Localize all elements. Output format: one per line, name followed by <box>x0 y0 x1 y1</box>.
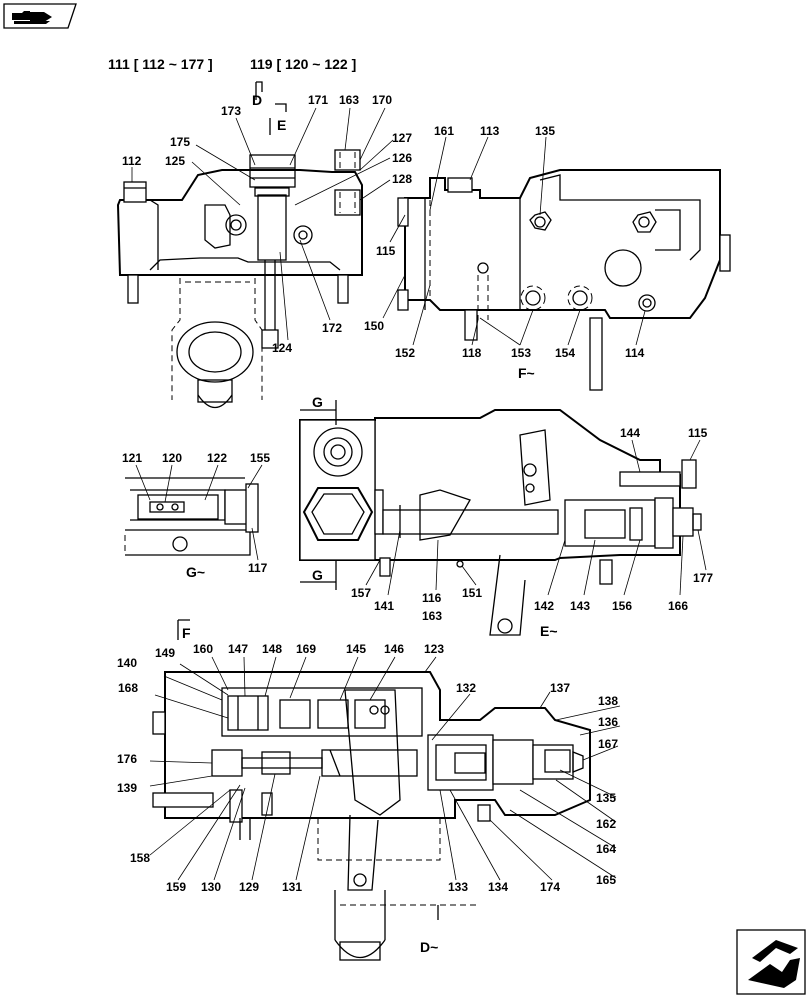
callout-169: 169 <box>296 642 316 656</box>
callout-142: 142 <box>534 599 554 613</box>
callout-164: 164 <box>596 842 616 856</box>
callout-152: 152 <box>395 346 415 360</box>
callout-163: 163 <box>339 93 359 107</box>
section-g-bottom: G <box>312 567 323 583</box>
callout-170: 170 <box>372 93 392 107</box>
section-g-top: G <box>312 394 323 410</box>
callout-115: 115 <box>376 244 396 258</box>
callout-153: 153 <box>511 346 531 360</box>
callout-127: 127 <box>392 131 412 145</box>
callout-163: 163 <box>422 609 442 623</box>
callout-135: 135 <box>535 124 555 138</box>
view-g-label: G~ <box>186 564 205 580</box>
callout-124: 124 <box>272 341 292 355</box>
view-g: G~ <box>124 464 263 580</box>
callout-150: 150 <box>364 319 384 333</box>
callout-134: 134 <box>488 880 508 894</box>
callout-144: 144 <box>620 426 640 440</box>
view-e: G G E~ <box>299 394 707 639</box>
callout-114: 114 <box>625 346 645 360</box>
callout-138: 138 <box>598 694 618 708</box>
callout-125: 125 <box>165 154 185 168</box>
folder-open-icon[interactable] <box>3 3 77 29</box>
callout-154: 154 <box>555 346 575 360</box>
callout-133: 133 <box>448 880 468 894</box>
callout-137: 137 <box>550 681 570 695</box>
callout-175: 175 <box>170 135 190 149</box>
callout-143: 143 <box>570 599 590 613</box>
view-front: D E <box>116 81 394 409</box>
callout-126: 126 <box>392 151 412 165</box>
callout-136: 136 <box>598 715 618 729</box>
view-d-label: D~ <box>420 939 438 955</box>
callout-162: 162 <box>596 817 616 831</box>
view-f-label: F~ <box>518 365 535 381</box>
next-page-arrow-icon[interactable] <box>736 929 806 995</box>
subassembly-title: 119 [ 120 ~ 122 ] <box>250 56 356 72</box>
callout-159: 159 <box>166 880 186 894</box>
callout-166: 166 <box>668 599 688 613</box>
view-e-label: E~ <box>540 623 558 639</box>
callout-158: 158 <box>130 851 150 865</box>
callout-135: 135 <box>596 791 616 805</box>
callout-147: 147 <box>228 642 248 656</box>
callout-132: 132 <box>456 681 476 695</box>
section-f-mark: F <box>182 625 191 641</box>
callout-148: 148 <box>262 642 282 656</box>
callout-121: 121 <box>122 451 142 465</box>
callout-145: 145 <box>346 642 366 656</box>
callout-171: 171 <box>308 93 328 107</box>
callout-161: 161 <box>434 124 454 138</box>
callout-155: 155 <box>250 451 270 465</box>
callout-118: 118 <box>462 346 482 360</box>
callout-157: 157 <box>351 586 371 600</box>
callout-130: 130 <box>201 880 221 894</box>
callout-139: 139 <box>117 781 137 795</box>
callout-173: 173 <box>221 104 241 118</box>
callout-140: 140 <box>117 656 137 670</box>
view-d: F <box>149 619 621 961</box>
callout-156: 156 <box>612 599 632 613</box>
callout-168: 168 <box>118 681 138 695</box>
callout-167: 167 <box>598 737 618 751</box>
callout-131: 131 <box>282 880 302 894</box>
callout-120: 120 <box>162 451 182 465</box>
view-f: F~ <box>382 136 731 391</box>
callout-128: 128 <box>392 172 412 186</box>
callout-172: 172 <box>322 321 342 335</box>
callout-122: 122 <box>207 451 227 465</box>
callout-165: 165 <box>596 873 616 887</box>
callout-129: 129 <box>239 880 259 894</box>
section-d-mark: D <box>252 92 262 108</box>
callout-116: 116 <box>422 591 442 605</box>
callout-174: 174 <box>540 880 560 894</box>
callout-149: 149 <box>155 646 175 660</box>
callout-115: 115 <box>688 426 708 440</box>
callout-160: 160 <box>193 642 213 656</box>
assembly-title: 111 [ 112 ~ 177 ] <box>108 56 213 72</box>
callout-151: 151 <box>462 586 482 600</box>
callout-146: 146 <box>384 642 404 656</box>
callout-117: 117 <box>248 561 268 575</box>
callout-177: 177 <box>693 571 713 585</box>
section-e-mark: E <box>277 117 286 133</box>
callout-123: 123 <box>424 642 444 656</box>
callout-112: 112 <box>122 154 142 168</box>
callout-141: 141 <box>374 599 394 613</box>
callout-176: 176 <box>117 752 137 766</box>
callout-113: 113 <box>480 124 500 138</box>
